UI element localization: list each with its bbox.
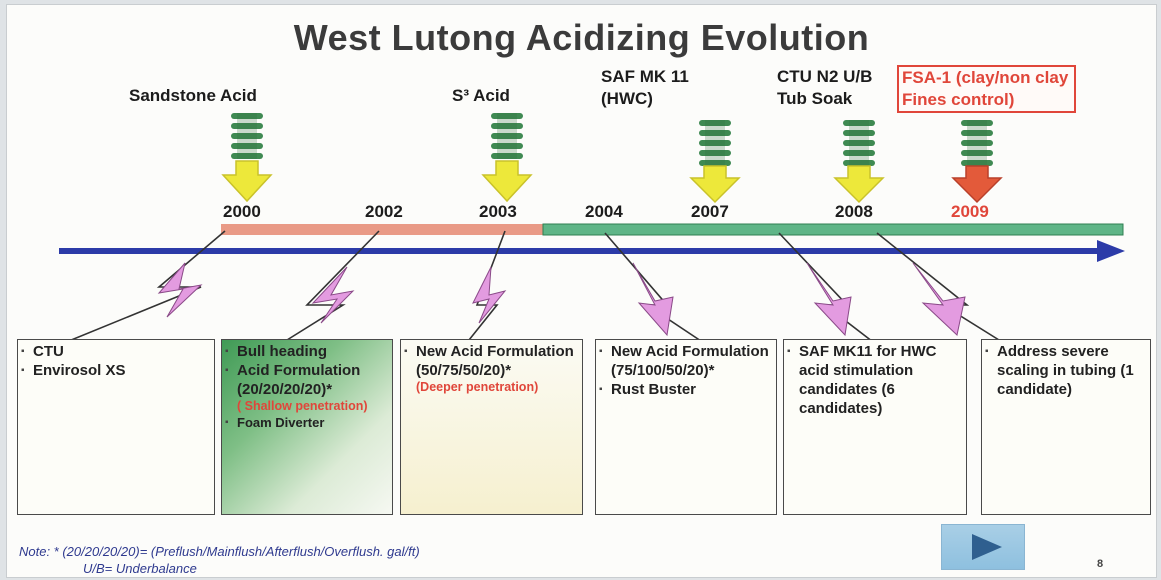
box-bull-heading: Bull heading Acid Formulation (20/20/20/… [221, 339, 393, 515]
bar-green [542, 223, 1124, 236]
list-item: Acid Formulation (20/20/20/20)* [225, 361, 389, 399]
slide: West Lutong Acidizing Evolution Sandston… [6, 4, 1157, 578]
footnote-formulation: Note: * (20/20/20/20)= (Preflush/Mainflu… [19, 544, 420, 559]
list-item: Rust Buster [599, 380, 773, 399]
arrow-s3-acid [481, 113, 533, 203]
list-item-penetration: ( Shallow penetration) [225, 399, 389, 414]
box-saf-mk11: SAF MK11 for HWC acid stimulation candid… [783, 339, 967, 515]
play-icon [972, 534, 1002, 560]
year-2003: 2003 [479, 202, 517, 221]
box-new-acid-50: New Acid Formulation (50/75/50/20)* (Dee… [400, 339, 583, 515]
timeline-arrowhead [1097, 240, 1125, 262]
bar-salmon [221, 224, 543, 235]
year-2002: 2002 [365, 202, 403, 221]
list-item: New Acid Formulation (50/75/50/20)* [404, 342, 579, 380]
list-item: Bull heading [225, 342, 389, 361]
box-new-acid-75: New Acid Formulation (75/100/50/20)* Rus… [595, 339, 777, 515]
page-number: 8 [1097, 558, 1104, 570]
year-2004: 2004 [585, 202, 623, 221]
year-2007: 2007 [691, 202, 729, 221]
milestone-fsa-1: FSA-1 (clay/non clay Fines control) [897, 65, 1077, 113]
arrow-ctu-n2 [833, 120, 885, 204]
milestone-sandstone-acid: Sandstone Acid [129, 86, 257, 105]
list-item: Envirosol XS [21, 361, 211, 380]
diagram-graphics [58, 113, 1125, 346]
milestone-ctu-n2: CTU N2 U/B Tub Soak [777, 67, 873, 108]
box-scaling: Address severe scaling in tubing (1 cand… [981, 339, 1151, 515]
arrow-saf-mk11 [689, 120, 741, 204]
footnote-underbalance: U/B= Underbalance [83, 561, 197, 576]
year-2009: 2009 [951, 202, 989, 221]
penetration-note: ( Shallow penetration) [237, 399, 368, 413]
slide-title: West Lutong Acidizing Evolution [293, 17, 870, 58]
year-2000: 2000 [223, 202, 261, 221]
box-ctu: CTU Envirosol XS [17, 339, 215, 515]
next-slide-button[interactable] [941, 524, 1025, 570]
year-2008: 2008 [835, 202, 873, 221]
penetration-note: (Deeper penetration) [416, 380, 539, 394]
arrow-sandstone-acid [221, 113, 273, 203]
milestone-s3-acid: S³ Acid [452, 86, 510, 105]
list-item: Address severe scaling in tubing (1 cand… [985, 342, 1147, 399]
arrow-fsa-1 [951, 120, 1003, 204]
milestone-saf-mk11: SAF MK 11 (HWC) [601, 67, 689, 108]
list-item: SAF MK11 for HWC acid stimulation candid… [787, 342, 963, 418]
lightning-bolts [157, 262, 966, 337]
list-item: CTU [21, 342, 211, 361]
list-item: Foam Diverter [225, 414, 389, 431]
list-item-penetration: (Deeper penetration) [404, 380, 579, 395]
list-item: New Acid Formulation (75/100/50/20)* [599, 342, 773, 380]
